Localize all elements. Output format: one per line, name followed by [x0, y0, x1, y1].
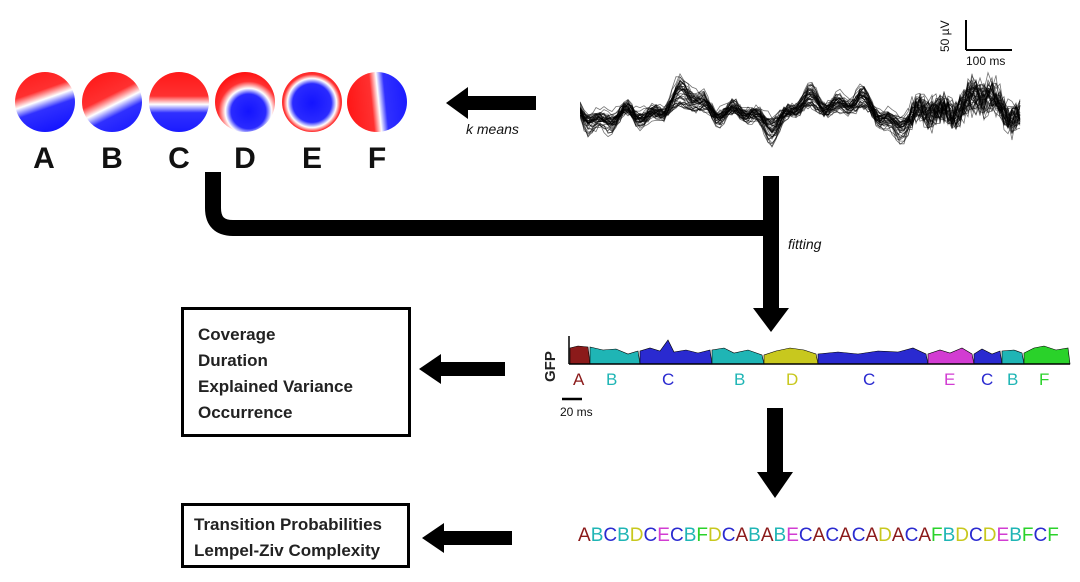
map-label-d: D — [234, 142, 256, 175]
sequence-letter: C — [825, 525, 840, 546]
sequence-letter: A — [891, 525, 905, 546]
map-label-e: E — [301, 142, 322, 175]
map-b-topography — [82, 72, 142, 132]
sequence-letter: A — [578, 525, 591, 546]
segment-label-e: E — [944, 370, 956, 389]
sequence-letter: A — [735, 525, 749, 546]
gfp-segment-b3 — [1001, 349, 1025, 365]
fitting-label: fitting — [788, 236, 822, 252]
scale-uv-label: 50 µV — [938, 20, 952, 52]
sequence-letter: A — [760, 525, 774, 546]
eeg-trace-line — [580, 83, 1021, 147]
sequence-arrow — [757, 408, 793, 498]
gfp-segment-c2 — [817, 347, 929, 365]
gfp-segment-c3 — [973, 348, 1003, 365]
sequence-letter: C — [851, 525, 866, 546]
sequence-letter: F — [696, 525, 708, 546]
measure-duration: Duration — [198, 351, 268, 370]
eeg-scale-bar — [965, 20, 1012, 51]
time-scale-bar — [562, 397, 582, 401]
map-label-a: A — [33, 142, 55, 175]
eeg-trace-line — [580, 98, 1021, 129]
gfp-segment-c1 — [639, 339, 713, 365]
sequence-letter: A — [839, 525, 852, 546]
gfp-segment-b2 — [711, 347, 765, 365]
segment-label-a: A — [573, 370, 585, 389]
measure-explained-variance: Explained Variance — [198, 377, 353, 396]
fitting-connector — [205, 172, 789, 332]
sequence-letter: C — [1033, 525, 1048, 546]
segment-label-c2: C — [863, 370, 876, 389]
sequence-letter: B — [942, 525, 956, 546]
segment-label-b1: B — [606, 370, 618, 389]
segment-label-d: D — [786, 370, 799, 389]
sequence-letter: C — [721, 525, 736, 546]
sequence-measures-arrow — [422, 523, 512, 553]
sequence-letter: D — [707, 525, 722, 546]
sequence-letter: A — [812, 525, 826, 546]
sequence-letter: C — [904, 525, 919, 546]
sequence-letter: F — [1021, 525, 1034, 546]
microstate-maps — [15, 72, 407, 132]
time-scale-label: 20 ms — [560, 405, 593, 419]
measures-box: Coverage Duration Explained Variance Occ… — [181, 307, 411, 437]
sequence-letter: B — [748, 525, 761, 546]
measure-transition-probabilities: Transition Probabilities — [194, 515, 382, 534]
gfp-axis-label: GFP — [542, 351, 559, 382]
gfp-segment-d — [763, 347, 819, 365]
sequence-letter: C — [603, 525, 618, 546]
sequence-letter: B — [683, 525, 697, 546]
sequence-letter: E — [996, 525, 1010, 546]
gfp-segment-e — [927, 347, 975, 365]
sequence-letter: A — [865, 525, 879, 546]
gfp-segment-b1 — [589, 346, 641, 365]
measure-lempel-ziv: Lempel-Ziv Complexity — [194, 541, 381, 560]
sequence-letter: A — [918, 525, 931, 546]
microstate-sequence: ABCBDCECBFDCABABECACACADACAFBDCDEBFCF — [578, 525, 1059, 547]
eeg-traces — [580, 71, 1021, 148]
sequence-letter: D — [878, 525, 892, 546]
map-e-topography — [282, 72, 342, 132]
eeg-trace-line — [580, 85, 1021, 129]
measure-occurrence: Occurrence — [198, 403, 293, 422]
scale-ms-label: 100 ms — [966, 54, 1006, 68]
segment-label-b2: B — [734, 370, 746, 389]
sequence-letter: B — [773, 525, 787, 546]
sequence-letter: F — [1047, 525, 1059, 546]
sequence-letter: D — [982, 525, 997, 546]
sequence-letter: E — [657, 525, 670, 546]
sequence-letter: B — [617, 525, 630, 546]
map-label-b: B — [101, 142, 123, 175]
sequence-letter: D — [629, 525, 644, 546]
sequence-letter: F — [931, 525, 943, 546]
map-label-c: C — [168, 142, 190, 175]
sequence-letter: C — [969, 525, 983, 546]
gfp-segment-f — [1023, 345, 1071, 365]
sequence-letter: B — [1009, 525, 1022, 546]
segment-label-c1: C — [662, 370, 675, 389]
sequence-letter: C — [798, 525, 813, 546]
map-a-topography — [15, 72, 75, 132]
sequence-letter: B — [590, 525, 604, 546]
gfp-segment-a — [569, 345, 591, 365]
map-f-topography — [347, 72, 407, 132]
map-label-f: F — [367, 142, 387, 175]
measures-arrow — [419, 354, 505, 384]
sequence-letter: C — [643, 525, 658, 546]
map-c-topography — [149, 72, 209, 132]
sequence-letter: C — [669, 525, 684, 546]
measure-coverage: Coverage — [198, 325, 276, 344]
k-means-arrow — [446, 87, 536, 119]
sequence-letter: D — [955, 525, 970, 546]
sequence-measures-box: Transition Probabilities Lempel-Ziv Comp… — [181, 503, 410, 568]
sequence-letter: E — [786, 525, 799, 546]
gfp-segments — [568, 336, 1071, 365]
segment-label-c3: C — [981, 370, 994, 389]
k-means-label: k means — [466, 121, 519, 137]
map-d-topography — [215, 72, 275, 132]
segment-label-f: F — [1039, 370, 1050, 389]
segment-label-b3: B — [1007, 370, 1019, 389]
